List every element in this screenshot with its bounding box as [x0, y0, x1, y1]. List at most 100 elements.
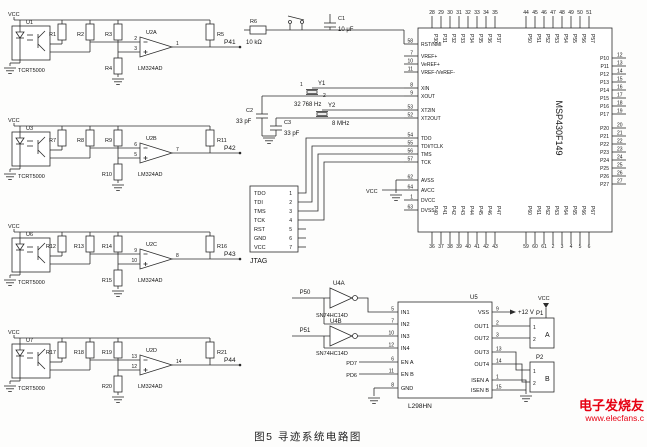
- schematic-label: 8: [176, 253, 179, 259]
- schematic-label: P50: [300, 290, 311, 296]
- schematic-label: 2: [533, 381, 536, 387]
- pin-name: GND: [254, 236, 266, 242]
- pin-number: 17: [617, 93, 623, 99]
- pin-name: XT2OUT: [421, 116, 441, 122]
- pin-name: P14: [600, 88, 609, 94]
- schematic-label: R6: [250, 19, 257, 25]
- schematic-label: 6: [134, 142, 137, 148]
- schematic-label: R18: [74, 350, 84, 356]
- pin-number: 4: [289, 218, 292, 224]
- schematic-label: U7: [26, 338, 33, 344]
- pin-number: 18: [617, 101, 623, 107]
- connector-p2: [529, 361, 555, 393]
- pin-name: IN3: [401, 334, 410, 340]
- pin-number: 1: [410, 195, 413, 201]
- pin-name: P22: [600, 142, 609, 148]
- pin-name: P66: [580, 206, 586, 215]
- schematic-label: LM324AD: [138, 278, 162, 284]
- schematic-label: 10 μF: [338, 27, 354, 33]
- pin-number: 40: [465, 244, 471, 250]
- pin-name: EN B: [401, 372, 414, 378]
- schematic-label: U2D: [146, 348, 157, 354]
- pin-number: 37: [438, 244, 444, 250]
- pin-number: 49: [568, 10, 574, 16]
- jtag-connector: [249, 137, 404, 253]
- schematic-label: R16: [217, 244, 227, 250]
- pin-name: P16: [600, 104, 609, 110]
- pin-number: 63: [407, 205, 413, 211]
- pin-number: 13: [496, 347, 502, 353]
- pin-number: 14: [496, 359, 502, 365]
- schematic-label: PD7: [346, 361, 357, 367]
- pin-name: P13: [600, 80, 609, 86]
- pin-number: 50: [577, 10, 583, 16]
- schematic-label: U5: [470, 295, 478, 301]
- inverter-u4b: [292, 325, 380, 349]
- pin-name: P53: [553, 34, 559, 43]
- schematic-label: U6: [26, 232, 33, 238]
- schematic-label: U4A: [333, 281, 345, 287]
- pin-number: 6: [289, 236, 292, 242]
- pin-number: 5: [391, 307, 394, 313]
- pin-number: 3: [496, 333, 499, 339]
- pin-name: RST/NMI: [421, 42, 442, 48]
- pin-number: 54: [407, 133, 413, 139]
- pin-name: VCC: [254, 245, 266, 251]
- pin-name: P63: [553, 206, 559, 215]
- pin-name: VREF-/VeREF-: [421, 70, 455, 76]
- pin-name: P56: [580, 34, 586, 43]
- pin-number: 47: [550, 10, 556, 16]
- pin-number: 58: [407, 39, 413, 45]
- schematic-label: C1: [338, 16, 345, 22]
- pin-name: P24: [600, 158, 609, 164]
- pin-name: VSS: [478, 310, 489, 316]
- schematic-label: U1: [26, 20, 33, 26]
- pin-number: 51: [586, 10, 592, 16]
- pin-name: IN1: [401, 310, 410, 316]
- pin-number: 10: [388, 331, 394, 337]
- pin-name: OUT4: [474, 362, 489, 368]
- schematic-label: 10 kΩ: [246, 40, 262, 46]
- pin-name: P51: [535, 34, 541, 43]
- sensor-circuit-4: [4, 335, 241, 403]
- schematic-label: 2: [134, 36, 137, 42]
- pin-name: P45: [477, 206, 483, 215]
- pin-number: 4: [570, 244, 573, 250]
- pin-number: 23: [617, 147, 623, 153]
- mcu-msp430f149: [382, 27, 613, 233]
- pin-name: P33: [459, 34, 465, 43]
- pin-name: P60: [526, 206, 532, 215]
- schematic-label: R8: [77, 138, 84, 144]
- pin-number: 11: [389, 369, 394, 375]
- sensor-circuit-3: [4, 229, 241, 297]
- pin-number: 32: [465, 10, 471, 16]
- pin-number: 25: [617, 163, 623, 169]
- schematic-label: R7: [49, 138, 56, 144]
- pin-name: IN4: [401, 346, 410, 352]
- pin-name: TCK: [254, 218, 265, 224]
- pin-name: IN2: [401, 322, 410, 328]
- pin-name: P50: [526, 34, 532, 43]
- pin-name: P20: [600, 126, 609, 132]
- pin-number: 62: [407, 175, 413, 181]
- pin-number: 55: [407, 141, 413, 147]
- schematic-label: R15: [102, 278, 112, 284]
- schematic-label: Y2: [328, 103, 336, 109]
- schematic-label: Y1: [318, 81, 326, 87]
- schematic-label: B: [545, 376, 550, 383]
- pin-name: P57: [589, 34, 595, 43]
- pin-number: 19: [617, 109, 623, 115]
- schematic-label: 5: [134, 152, 137, 158]
- schematic-label: 8 MHz: [332, 121, 349, 127]
- pin-number: 15: [617, 77, 623, 83]
- schematic-label: R17: [46, 350, 56, 356]
- schematic-label: R9: [105, 138, 112, 144]
- pin-name: VeREF+: [421, 62, 440, 68]
- watermark: 电子发烧友 www.elecfans.c: [579, 398, 644, 424]
- pin-number: 14: [617, 69, 623, 75]
- schematic-label: LM324AD: [138, 66, 162, 72]
- schematic-label: P2: [536, 355, 544, 361]
- schematic-label: R4: [105, 66, 112, 72]
- schematic-label: 3: [134, 46, 137, 52]
